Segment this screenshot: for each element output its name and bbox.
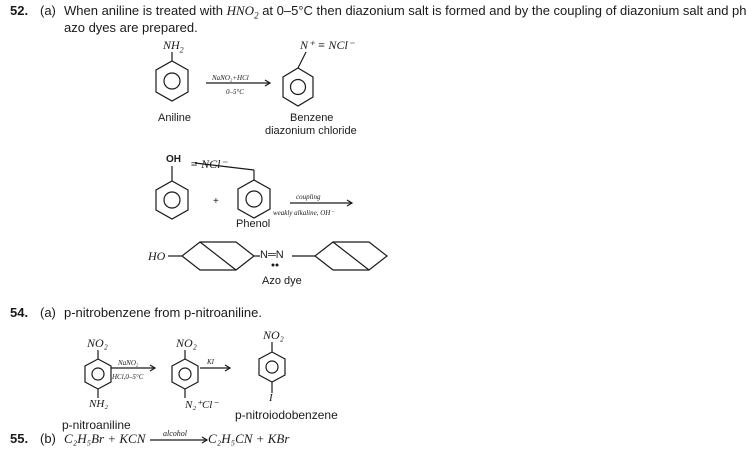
reagent-name: HNO — [226, 3, 255, 18]
reagent-formula: HNO2 — [226, 3, 259, 21]
nitroiodobenzene-label: p-nitroiodobenzene — [235, 408, 338, 422]
q55-product: C₂H₅CN + KBr — [208, 431, 290, 446]
iodo-ring — [258, 342, 286, 393]
diazonium-group: N⁺ ≡ NCl⁻ — [300, 38, 355, 52]
amine-label: NH — [163, 38, 180, 52]
q52-text-line2: azo dyes are prepared. — [64, 20, 198, 35]
diazonium-group-2: ≡ NCl⁻ — [190, 157, 227, 171]
aniline-ring — [155, 52, 189, 102]
q54-text: p-nitrobenzene from p-nitroaniline. — [64, 305, 262, 320]
phenol-ring — [155, 166, 189, 220]
arrow2-reagent-bottom: weakly alkaline, OH⁻ — [273, 209, 335, 217]
diazonium-ring-q54 — [171, 350, 199, 398]
q52-text-line1: When aniline is treated with HNO2 at 0–5… — [64, 3, 747, 21]
amino-group: NH₂ — [89, 398, 109, 410]
azo-dye-structure — [168, 241, 388, 271]
q52-text-a: When aniline is treated with — [64, 3, 223, 18]
nitroaniline-label: p-nitroaniline — [62, 418, 131, 432]
question-number-55: 55. — [10, 431, 29, 446]
ho-group: HO — [148, 249, 166, 263]
diazonium-ring — [282, 51, 314, 107]
q54-arrow-2 — [200, 364, 232, 372]
q55-reactant: C₂H₅Br + KCN — [64, 431, 146, 446]
question-part-55: (b) — [40, 431, 56, 446]
product-label-line2: diazonium chloride — [265, 125, 357, 137]
nitro-group-1: NO₂ — [87, 336, 108, 350]
arrow2-reagent-top: coupling — [296, 193, 321, 201]
q54-arrow2-top: KI — [207, 358, 214, 366]
q52-text-b: at 0–5°C then diazonium salt is formed a… — [262, 3, 747, 18]
azo-link: N═N — [260, 249, 284, 261]
amine-group: NH2 — [163, 38, 184, 54]
oh-group: OH — [166, 154, 181, 165]
reaction-arrow-1 — [206, 79, 272, 87]
nitroaniline-ring — [84, 350, 112, 398]
q54-arrow1-top: NaNO₂ — [118, 359, 139, 367]
arrow1-reagent-top: NaNO₂+HCl — [212, 74, 249, 82]
question-number-52: 52. — [10, 3, 29, 18]
aniline-label: Aniline — [158, 112, 192, 124]
q55-arrow — [150, 436, 209, 444]
q54-arrow-1 — [111, 364, 157, 372]
azo-dye-label: Azo dye — [262, 275, 302, 287]
nitro-group-2: NO₂ — [176, 336, 197, 350]
phenol-label: Phenol — [236, 218, 271, 230]
reaction-arrow-2 — [290, 199, 354, 207]
amine-subscript: 2 — [179, 45, 184, 55]
nitro-group-3: NO₂ — [263, 328, 284, 342]
plus-sign: + — [213, 196, 219, 207]
diazonium-ring-2 — [194, 162, 271, 219]
diazonium-salt-group: N₂⁺Cl⁻ — [185, 399, 219, 411]
question-part-52: (a) — [40, 3, 56, 18]
q54-arrow1-bottom: HCl,0–5°C — [112, 373, 144, 381]
question-number-54: 54. — [10, 305, 29, 320]
arrow1-reagent-bottom: 0–5°C — [226, 88, 244, 96]
reagent-subscript: 2 — [254, 10, 259, 21]
question-part-54: (a) — [40, 305, 56, 320]
product-label-line1: Benzene — [290, 112, 334, 124]
q55-arrow-label: alcohol — [163, 429, 187, 438]
iodo-group: I — [269, 392, 273, 404]
